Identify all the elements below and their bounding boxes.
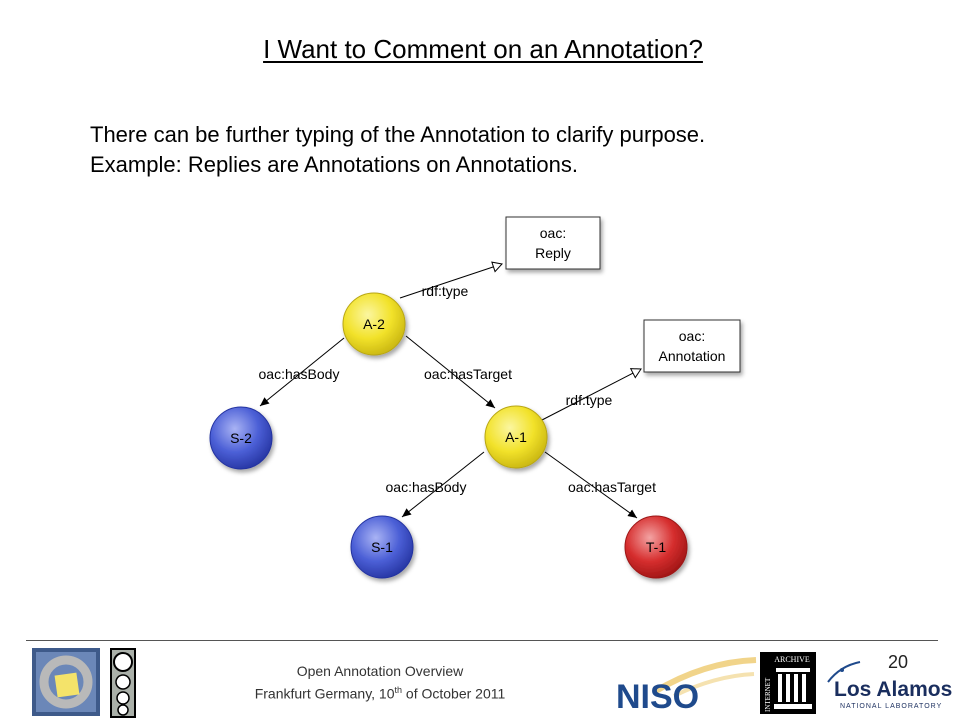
open-annotation-logo (32, 648, 100, 716)
intro-line-2: Example: Replies are Annotations on Anno… (90, 152, 578, 177)
creative-commons-badge (110, 648, 136, 718)
intro-line-1: There can be further typing of the Annot… (90, 122, 706, 147)
archive-side-text: INTERNET (764, 677, 772, 712)
box-annotation-line-2: Annotation (659, 348, 726, 364)
label-a1-body: oac:hasBody (386, 479, 467, 495)
footer-divider (26, 640, 938, 641)
node-a2-label: A-2 (363, 316, 385, 332)
label-a2-type: rdf:type (422, 283, 469, 299)
lanl-logo-subtext: NATIONAL LABORATORY (840, 703, 942, 710)
slide-title: I Want to Comment on an Annotation? (263, 34, 703, 64)
node-t1-label: T-1 (646, 539, 666, 555)
label-a1-type: rdf:type (566, 392, 613, 408)
edge-a2-target (405, 335, 496, 409)
node-s2 (209, 406, 273, 470)
intro-text: There can be further typing of the Annot… (90, 120, 705, 180)
node-a2 (342, 292, 406, 356)
footer-date-sup: th (394, 685, 403, 695)
annotation-diagram: rdf:type oac:hasBody oac:hasTarget rdf:t… (209, 216, 741, 579)
footer-line-2: Frankfurt Germany, 10th of October 2011 (200, 681, 560, 704)
footer-line-1: Open Annotation Overview (296, 663, 464, 679)
niso-logo: NISO (616, 657, 757, 714)
footer-date-suffix: of October 2011 (402, 685, 506, 702)
box-reply-line-2: Reply (535, 245, 571, 261)
box-annotation-line-1: oac: (679, 328, 705, 344)
node-s2-label: S-2 (230, 430, 252, 446)
box-oac-reply (505, 216, 601, 270)
label-a1-target: oac:hasTarget (568, 479, 656, 495)
slide-number: 20 (888, 652, 909, 672)
internet-archive-logo: ARCHIVE INTERNET (760, 652, 816, 714)
footer-date-prefix: Frankfurt Germany, 10 (254, 685, 395, 702)
box-reply-line-1: oac: (540, 225, 566, 241)
label-a2-body: oac:hasBody (259, 366, 340, 382)
los-alamos-logo: Los Alamos NATIONAL LABORATORY (827, 661, 952, 710)
node-s1 (350, 515, 414, 579)
edge-a1-target (544, 451, 638, 519)
edge-a1-body (401, 451, 485, 518)
edge-a1-type (541, 368, 642, 421)
node-a1 (484, 405, 548, 469)
box-oac-annotation (643, 319, 741, 373)
edge-a2-type (399, 261, 503, 299)
footer-text: Open Annotation Overview Frankfurt Germa… (200, 662, 560, 704)
lanl-logo-text: Los Alamos (834, 678, 952, 701)
node-t1 (624, 515, 688, 579)
archive-logo-text: ARCHIVE (774, 655, 810, 664)
niso-logo-text: NISO (616, 678, 699, 714)
edge-a2-body (259, 337, 345, 407)
node-s1-label: S-1 (371, 539, 393, 555)
label-a2-target: oac:hasTarget (424, 366, 512, 382)
node-a1-label: A-1 (505, 429, 527, 445)
